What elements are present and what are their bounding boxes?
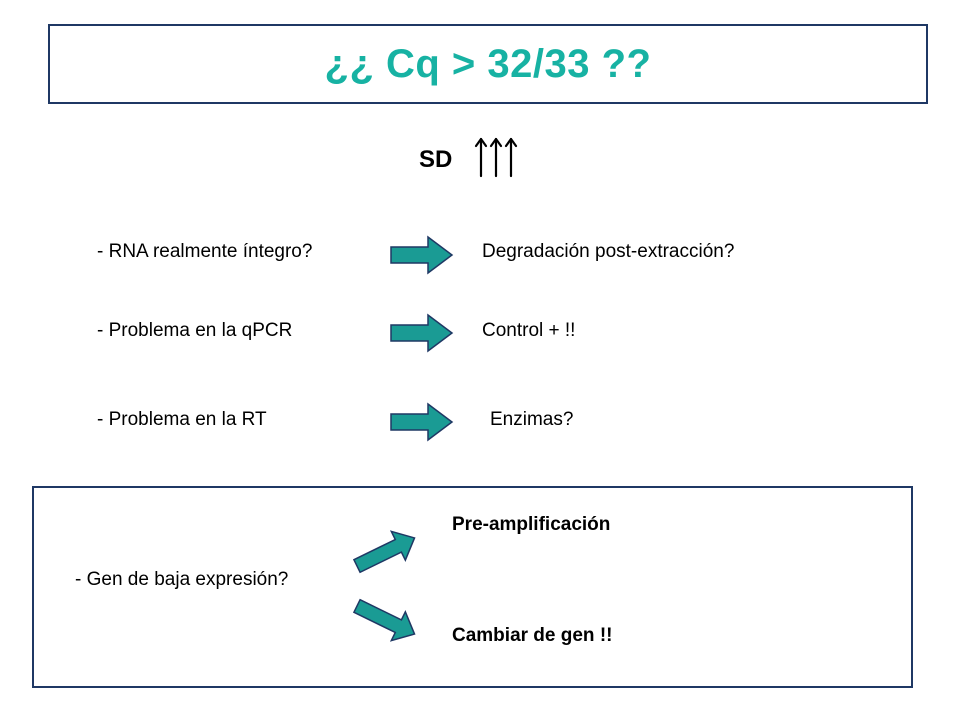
consequence-text-degradation: Degradación post-extracción? <box>482 241 735 262</box>
diagonal-down-arrow-icon <box>352 598 416 642</box>
cause-text-rna: - RNA realmente íntegro? <box>97 241 313 262</box>
right-arrow-icon <box>390 402 454 442</box>
consequence-text-enzymes: Enzimas? <box>490 409 574 430</box>
right-arrow-icon <box>390 313 454 353</box>
bottom-box <box>32 486 913 688</box>
cause-text-qpcr: - Problema en la qPCR <box>97 320 293 341</box>
cause-text-low-expression: - Gen de baja expresión? <box>75 569 289 590</box>
cause-text-rt: - Problema en la RT <box>97 409 267 430</box>
option-change-gene: Cambiar de gen !! <box>452 625 613 646</box>
diagonal-up-arrow-icon <box>352 530 416 574</box>
sd-label: SD <box>419 146 453 173</box>
slide-title: ¿¿ Cq > 32/33 ?? <box>324 41 652 86</box>
triple-up-arrow-icon <box>474 137 518 178</box>
option-preamplification: Pre-amplificación <box>452 514 611 535</box>
right-arrow-icon <box>390 235 454 275</box>
consequence-text-control: Control + !! <box>482 320 576 341</box>
title-box: ¿¿ Cq > 32/33 ?? <box>48 24 928 104</box>
